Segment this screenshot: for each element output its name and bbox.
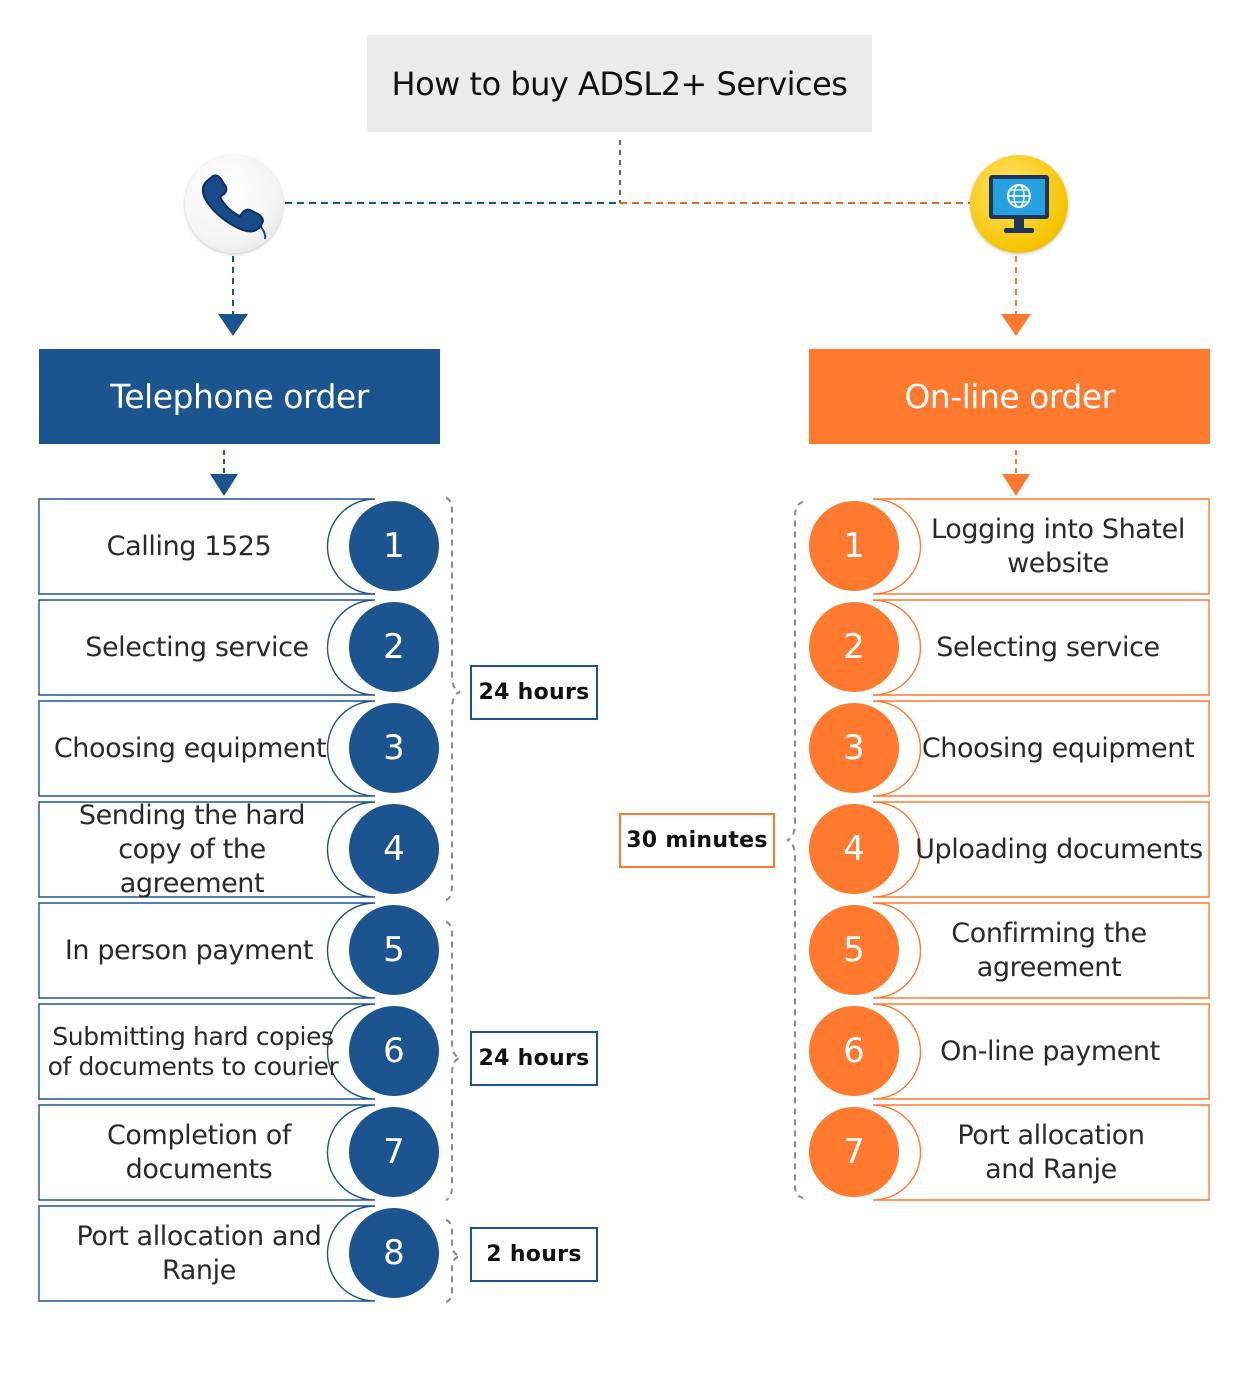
telephone-step: Completion of documents 7: [39, 1105, 440, 1200]
step-number: 6: [809, 1006, 899, 1096]
step-label: Logging into Shatel website: [931, 513, 1185, 579]
online-step: 6 On-line payment: [809, 1004, 1210, 1099]
telephone-step: Sending the hard copy of the agreement 4: [39, 799, 440, 899]
step-number: 7: [349, 1107, 439, 1197]
step-number: 2: [809, 602, 899, 692]
step-label: Selecting service: [936, 631, 1160, 663]
online-step: 2 Selecting service: [809, 600, 1210, 695]
step-label: Selecting service: [85, 631, 309, 663]
step-number: 1: [349, 501, 439, 591]
step-label: Choosing equipment: [53, 732, 327, 764]
step-label: Completion of documents: [106, 1119, 292, 1185]
step-outline: [872, 498, 1210, 595]
duration-box: 24 hours: [470, 1031, 598, 1086]
telephone-step: Submitting hard copies of documents to c…: [39, 1004, 440, 1099]
step-label: Port allocation and Ranje: [76, 1220, 322, 1286]
step-outline: [872, 801, 1210, 898]
step-outline: [38, 599, 376, 696]
step-outline: [38, 902, 376, 999]
step-number: 3: [809, 703, 899, 793]
step-outline: [38, 1104, 376, 1201]
step-label: On-line payment: [940, 1035, 1160, 1067]
step-outline: [872, 902, 1210, 999]
duration-box: 24 hours: [470, 665, 598, 720]
step-number: 6: [349, 1006, 439, 1096]
step-outline: [872, 1003, 1210, 1100]
telephone-badge: [185, 155, 283, 253]
telephone-order-header: Telephone order: [39, 349, 440, 444]
step-number: 4: [349, 804, 439, 894]
step-label: Uploading documents: [915, 833, 1203, 865]
telephone-step: Calling 1525 1: [39, 499, 440, 594]
duration-box: 2 hours: [470, 1227, 598, 1282]
step-outline: [872, 599, 1210, 696]
step-number: 2: [349, 602, 439, 692]
step-label: Confirming the agreement: [951, 917, 1147, 983]
step-outline: [38, 700, 376, 797]
step-label: Calling 1525: [106, 530, 272, 562]
online-step: 7 Port allocation and Ranje: [809, 1105, 1210, 1200]
step-outline: [38, 498, 376, 595]
online-step: 3 Choosing equipment: [809, 701, 1210, 796]
step-outline: [38, 801, 376, 898]
online-order-header: On-line order: [809, 349, 1210, 444]
telephone-step: Port allocation and Ranje 8: [39, 1206, 440, 1301]
step-label: Port allocation and Ranje: [957, 1119, 1145, 1185]
page-title: How to buy ADSL2+ Services: [367, 35, 872, 132]
step-number: 3: [349, 703, 439, 793]
online-badge: [970, 155, 1068, 253]
telephone-step: Choosing equipment 3: [39, 701, 440, 796]
step-number: 5: [809, 905, 899, 995]
computer-globe-icon: [989, 175, 1049, 233]
step-outline: [872, 1104, 1210, 1201]
telephone-step: In person payment 5: [39, 903, 440, 998]
step-number: 8: [349, 1208, 439, 1298]
step-number: 5: [349, 905, 439, 995]
telephone-handset-icon: [201, 174, 267, 240]
step-label: Sending the hard copy of the agreement: [78, 799, 306, 899]
online-step: 5 Confirming the agreement: [809, 903, 1210, 998]
step-number: 7: [809, 1107, 899, 1197]
step-label: Submitting hard copies of documents to c…: [47, 1021, 339, 1081]
step-number: 1: [809, 501, 899, 591]
online-step: 4 Uploading documents: [809, 802, 1210, 897]
step-outline: [872, 700, 1210, 797]
step-outline: [38, 1003, 376, 1100]
step-label: Choosing equipment: [921, 732, 1195, 764]
step-outline: [38, 1205, 376, 1302]
step-label: In person payment: [64, 934, 314, 966]
duration-box: 30 minutes: [619, 813, 775, 868]
online-step: 1 Logging into Shatel website: [809, 499, 1210, 594]
telephone-step: Selecting service 2: [39, 600, 440, 695]
step-number: 4: [809, 804, 899, 894]
